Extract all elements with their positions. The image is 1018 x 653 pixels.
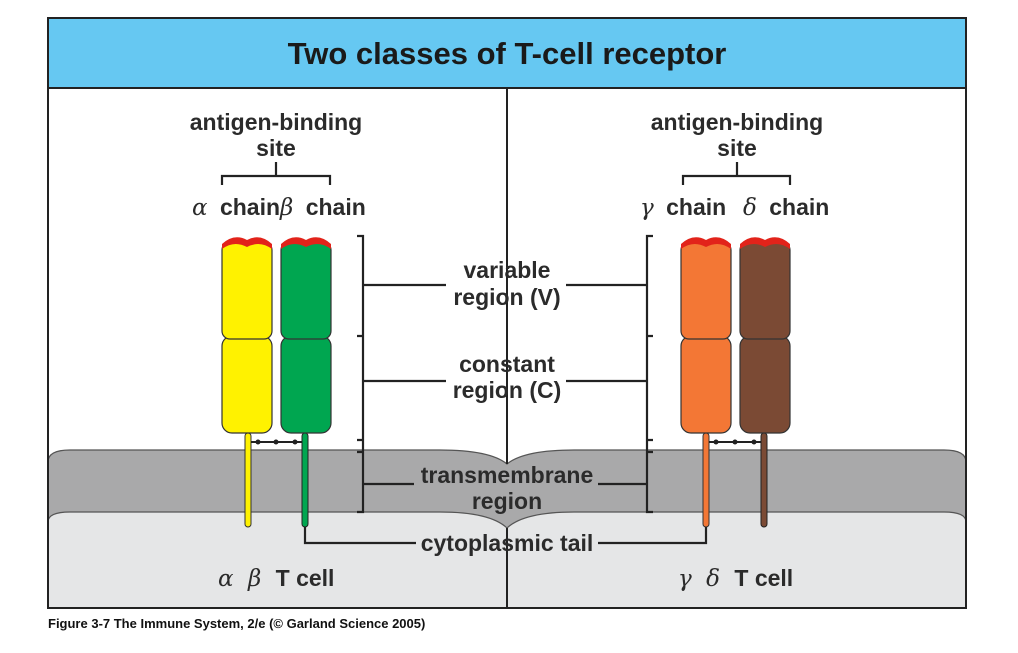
figure-frame (47, 17, 967, 609)
left-region-bracket (357, 234, 365, 514)
alpha-beta-disulfide-bond (251, 439, 302, 445)
cell-alpha-symbol: α (218, 566, 234, 592)
constant-region-label-line2: region (C) (453, 377, 562, 403)
cytoplasmic-leader-left (303, 527, 416, 545)
delta-transmembrane-tail (760, 432, 768, 528)
gamma-constant-domain (680, 335, 732, 434)
gamma-delta-disulfide-bond (709, 439, 761, 445)
gamma-transmembrane-tail (702, 432, 710, 528)
gamma-delta-panel: antigen-binding site γ chain δ chain (640, 109, 829, 592)
right-site-bracket (681, 162, 792, 185)
alpha-constant-domain (221, 335, 273, 434)
left-site-label-line2: site (256, 135, 296, 161)
gamma-delta-cell-label: γ δ T cell (678, 565, 793, 592)
beta-chain-label: β chain (279, 194, 366, 221)
figure-title: Two classes of T-cell receptor (288, 36, 727, 71)
beta-symbol: β (279, 195, 293, 221)
beta-chain-word: chain (306, 194, 366, 220)
beta-binding-site (281, 237, 331, 249)
delta-chain-word: chain (769, 194, 829, 220)
alpha-chain-word: chain (220, 194, 280, 220)
beta-chain (280, 237, 332, 528)
delta-chain-label: δ chain (743, 194, 829, 221)
left-site-bracket (220, 162, 332, 185)
alpha-symbol: α (192, 195, 208, 221)
right-site-label-line2: site (717, 135, 757, 161)
gamma-symbol: γ (640, 195, 654, 221)
right-site-label-line1: antigen-binding (651, 109, 823, 135)
gamma-chain-label: γ chain (640, 194, 726, 221)
cell-membrane (48, 450, 966, 528)
region-labels: variable region (V) constant region (C) … (303, 257, 708, 556)
delta-constant-domain (739, 335, 791, 434)
cytoplasmic-tail-label: cytoplasmic tail (421, 530, 594, 556)
cell-beta-symbol: β (247, 566, 261, 592)
delta-binding-site (740, 237, 790, 249)
alpha-transmembrane-tail (244, 432, 252, 528)
right-cell-word: T cell (734, 565, 793, 591)
cell-delta-symbol: δ (706, 566, 720, 592)
alpha-variable-domain (221, 241, 273, 340)
delta-chain (739, 237, 791, 528)
beta-variable-domain (280, 241, 332, 340)
variable-region-label-line2: region (V) (453, 284, 560, 310)
alpha-chain (221, 237, 273, 528)
cytoplasmic-leader-right (598, 527, 708, 545)
delta-variable-domain (739, 241, 791, 340)
left-cell-word: T cell (276, 565, 335, 591)
left-site-label-line1: antigen-binding (190, 109, 362, 135)
alpha-chain-label: α chain (192, 194, 280, 221)
beta-constant-domain (280, 335, 332, 434)
gamma-chain-word: chain (666, 194, 726, 220)
delta-symbol: δ (743, 195, 757, 221)
gamma-variable-domain (680, 241, 732, 340)
right-region-bracket (645, 234, 653, 514)
gamma-binding-site (681, 237, 731, 249)
figure-caption: Figure 3-7 The Immune System, 2/e (© Gar… (48, 616, 425, 631)
variable-region-label-line1: variable (464, 257, 551, 283)
beta-transmembrane-tail (301, 432, 309, 528)
cell-gamma-symbol: γ (678, 566, 692, 592)
transmembrane-region-label-line1: transmembrane (421, 462, 594, 488)
alpha-beta-cell-label: α β T cell (218, 565, 334, 592)
transmembrane-region-label-line2: region (472, 488, 542, 514)
gamma-chain (680, 237, 732, 528)
alpha-binding-site (222, 237, 272, 249)
constant-region-label-line1: constant (459, 351, 555, 377)
alpha-beta-panel: antigen-binding site α chain β chain (190, 109, 366, 592)
